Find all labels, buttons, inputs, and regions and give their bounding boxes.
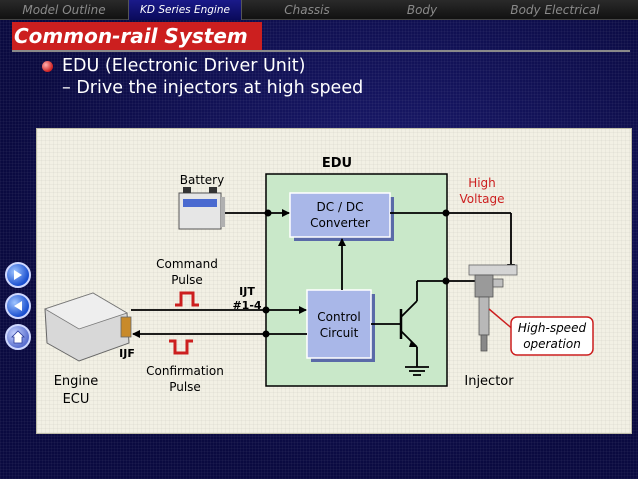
ijf-label: IJF <box>119 347 135 360</box>
bullet-main-text: EDU (Electronic Driver Unit) <box>62 56 306 76</box>
ijt-node <box>262 306 270 314</box>
engine-ecu-icon <box>44 292 132 362</box>
edu-diagram: EDU DC / DC Converter Control Circuit Ba… <box>44 156 594 407</box>
nav-tab-model-outline[interactable]: Model Outline <box>22 2 106 17</box>
nav-tab-kd-series-engine[interactable]: KD Series Engine <box>128 0 242 20</box>
callout-box <box>510 316 594 356</box>
confirmation-pulse-icon <box>169 339 193 355</box>
control-line2: Circuit <box>320 326 359 340</box>
callout-line2: operation <box>523 337 581 351</box>
forward-arrow-icon <box>14 270 22 280</box>
page-title: Common-rail System <box>12 22 262 50</box>
title-divider <box>12 50 630 52</box>
high-voltage-line1: High <box>468 176 496 190</box>
injector-icon <box>468 264 518 352</box>
hv-node-top <box>442 209 450 217</box>
battery-label: Battery <box>180 173 224 187</box>
dcdc-converter-block <box>289 192 391 238</box>
home-icon <box>11 330 25 344</box>
bullet-dot-icon <box>42 60 53 72</box>
injector-label: Injector <box>464 374 514 389</box>
control-line1: Control <box>317 310 360 324</box>
command-pulse-line2: Pulse <box>171 273 203 287</box>
high-voltage-line2: Voltage <box>459 192 504 206</box>
home-button[interactable] <box>5 324 31 350</box>
edu-label: EDU <box>322 156 352 171</box>
top-nav: Model Outline KD Series Engine Chassis B… <box>0 0 638 20</box>
nav-tab-body-electrical[interactable]: Body Electrical <box>510 2 600 17</box>
bullet-main: EDU (Electronic Driver Unit) <box>42 56 305 76</box>
dcdc-line2: Converter <box>310 216 370 230</box>
forward-button[interactable] <box>5 262 31 288</box>
confirmation-line1: Confirmation <box>146 364 224 378</box>
engine-ecu-line2: ECU <box>63 392 90 407</box>
ijf-node <box>262 330 270 338</box>
bullet-sub-text: – Drive the injectors at high speed <box>62 78 364 98</box>
battery-icon <box>178 187 225 230</box>
confirmation-line2: Pulse <box>169 380 201 394</box>
callout-line1: High-speed <box>518 321 587 335</box>
command-pulse-line1: Command <box>156 257 218 271</box>
dcdc-line1: DC / DC <box>317 200 364 214</box>
engine-ecu-line1: Engine <box>54 374 99 389</box>
control-circuit-block <box>306 289 372 359</box>
nav-tab-body[interactable]: Body <box>406 2 438 17</box>
diagram-panel: EDU DC / DC Converter Control Circuit Ba… <box>36 128 632 434</box>
battery-node <box>264 209 272 217</box>
ijt-line2: #1-4 <box>232 299 261 312</box>
low-node <box>442 277 450 285</box>
command-pulse-icon <box>175 291 199 307</box>
back-button[interactable] <box>5 293 31 319</box>
transistor-symbol <box>371 280 446 376</box>
nav-tab-chassis[interactable]: Chassis <box>284 2 330 17</box>
ijt-line1: IJT <box>239 285 255 298</box>
back-arrow-icon <box>14 301 22 311</box>
